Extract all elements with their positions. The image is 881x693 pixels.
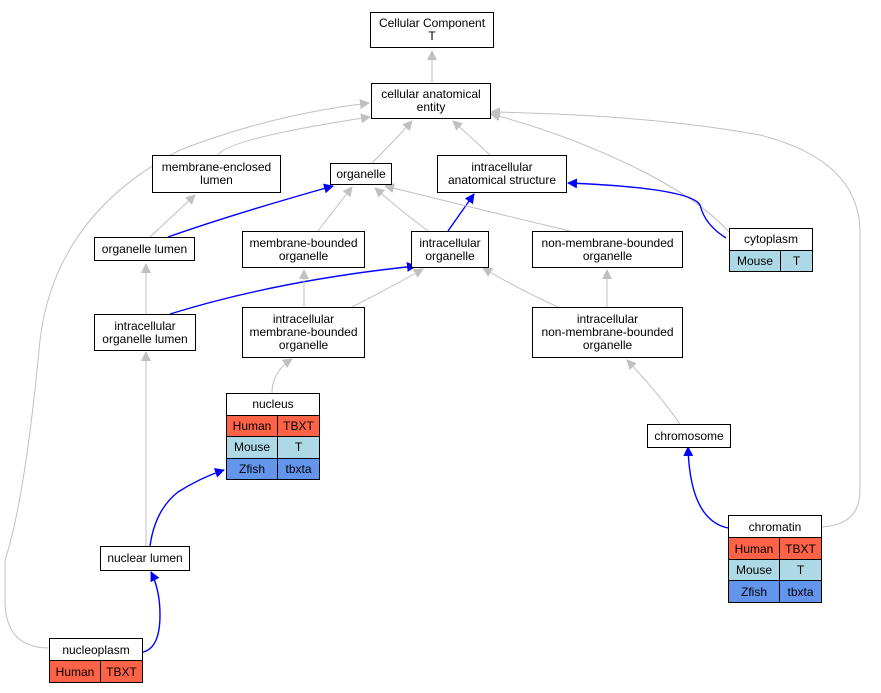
node-organelle[interactable]: organelle — [330, 163, 392, 185]
record-row: Mouse T — [227, 437, 319, 459]
node-chromosome[interactable]: chromosome — [647, 424, 731, 448]
record-row: Zfish tbxta — [227, 458, 319, 479]
node-cellular-component[interactable]: Cellular Component T — [370, 12, 494, 48]
node-label-line: membrane-enclosed — [161, 160, 272, 174]
edge-ias-to-entity — [452, 120, 491, 156]
gene-cell: tbxta — [780, 581, 821, 602]
record-row: Mouse T — [729, 559, 821, 582]
node-cellular-anatomical-entity[interactable]: cellular anatomical entity — [371, 83, 491, 119]
record-title: cytoplasm — [730, 229, 812, 251]
edge-nucleoplasm-to-entity — [4, 99, 370, 649]
edge-imbo-to-io — [351, 268, 424, 308]
node-label-line: organelle — [425, 248, 475, 263]
record-row: Human TBXT — [227, 415, 319, 437]
edge-nucleoplasm-to-nuclearlumen — [142, 571, 161, 653]
node-label-line: organelle — [582, 248, 633, 263]
edge-cytoplasm-to-ias — [567, 178, 727, 239]
node-intracellular-organelle[interactable]: intracellular organelle — [411, 231, 489, 268]
edge-chromatin-to-chromosome — [683, 446, 729, 529]
node-label-line: entity — [416, 100, 446, 114]
species-cell: Human — [50, 661, 101, 682]
node-non-membrane-bounded-organelle[interactable]: non-membrane-bounded organelle — [532, 231, 683, 268]
node-label-line: organelle lumen — [101, 241, 188, 256]
record-nucleoplasm[interactable]: nucleoplasm Human TBXT — [49, 638, 143, 683]
edge-organellelumen-to-organelle — [167, 183, 334, 238]
node-label-line: anatomical structure — [447, 173, 557, 187]
gene-cell: TBXT — [278, 415, 319, 436]
edges-layer — [4, 50, 861, 653]
node-intracellular-membrane-bounded-organelle[interactable]: intracellular membrane-bounded organelle — [242, 307, 365, 358]
record-row: Mouse T — [730, 250, 812, 271]
node-label-line: organelle — [278, 338, 329, 352]
species-cell: Mouse — [729, 559, 780, 581]
edge-inmbo-to-io — [482, 267, 559, 308]
node-intracellular-organelle-lumen[interactable]: intracellular organelle lumen — [94, 314, 196, 351]
edge-chromatin-to-entity — [490, 107, 861, 528]
node-label-line: non-membrane-bounded — [541, 235, 674, 250]
node-label-line: intracellular — [576, 312, 639, 326]
gene-cell: tbxta — [278, 458, 319, 479]
edge-io-to-organelle — [374, 187, 429, 232]
gene-cell: T — [780, 559, 821, 581]
record-title: nucleoplasm — [50, 639, 142, 662]
record-title: nucleus — [227, 394, 319, 416]
record-row: Human TBXT — [50, 661, 142, 682]
species-cell: Zfish — [227, 458, 278, 479]
record-chromatin[interactable]: chromatin Human TBXT Mouse T Zfish tbxta — [728, 515, 822, 603]
node-label-line: non-membrane-bounded — [541, 325, 674, 339]
record-title: chromatin — [729, 516, 821, 539]
species-cell: Mouse — [730, 250, 781, 271]
node-label-line: organelle — [336, 166, 386, 181]
edge-nmbo-to-organelle — [384, 183, 571, 232]
node-label-line: intracellular — [419, 235, 481, 250]
edge-iol-to-io — [169, 261, 417, 315]
gene-cell: T — [781, 250, 812, 271]
gene-cell: TBXT — [780, 538, 821, 559]
node-label-line: organelle — [582, 338, 633, 352]
species-cell: Zfish — [729, 581, 780, 602]
node-membrane-bounded-organelle[interactable]: membrane-bounded organelle — [242, 231, 365, 268]
record-cytoplasm[interactable]: cytoplasm Mouse T — [729, 228, 813, 272]
node-label-line: Cellular Component — [378, 16, 486, 30]
edge-cytoplasm-to-entity — [490, 111, 730, 233]
node-intracellular-non-membrane-bounded-organelle[interactable]: intracellular non-membrane-bounded organ… — [532, 307, 683, 358]
node-label-line: intracellular — [114, 318, 176, 333]
node-label-line: organelle — [278, 248, 329, 263]
edge-organelle-to-entity — [371, 120, 413, 164]
gene-cell: T — [278, 437, 319, 458]
edge-lumen-to-entity — [217, 113, 371, 156]
node-label-line: membrane-bounded — [249, 235, 358, 250]
record-row: Zfish tbxta — [729, 581, 821, 602]
node-organelle-lumen[interactable]: organelle lumen — [94, 237, 195, 261]
edge-mbo-to-organelle — [317, 186, 353, 232]
edge-nuclearlumen-to-nucleus — [149, 468, 225, 547]
node-label-line: nuclear lumen — [107, 551, 183, 565]
species-cell: Mouse — [227, 437, 278, 458]
edge-organellelumen-to-mel — [149, 194, 196, 238]
node-nuclear-lumen[interactable]: nuclear lumen — [100, 546, 190, 571]
node-membrane-enclosed-lumen[interactable]: membrane-enclosed lumen — [152, 155, 281, 193]
node-label-line: cellular anatomical — [381, 87, 481, 101]
edge-io-to-ias — [447, 193, 475, 232]
node-label-line: intracellular — [272, 312, 335, 326]
node-label-line: chromosome — [654, 428, 724, 443]
record-row: Human TBXT — [729, 538, 821, 560]
node-label-line: lumen — [200, 173, 233, 187]
gene-cell: TBXT — [101, 661, 142, 682]
node-label-line: organelle lumen — [102, 331, 188, 346]
edge-chromosome-to-inmbo — [626, 359, 681, 425]
species-cell: Human — [227, 415, 278, 436]
species-cell: Human — [729, 538, 780, 559]
record-nucleus[interactable]: nucleus Human TBXT Mouse T Zfish tbxta — [226, 393, 320, 480]
node-label-line: T — [428, 29, 436, 43]
node-label-line: intracellular — [471, 160, 533, 174]
node-intracellular-anatomical-structure[interactable]: intracellular anatomical structure — [437, 155, 567, 193]
edge-nucleus-to-imbo — [271, 358, 293, 394]
node-label-line: membrane-bounded — [249, 325, 358, 339]
